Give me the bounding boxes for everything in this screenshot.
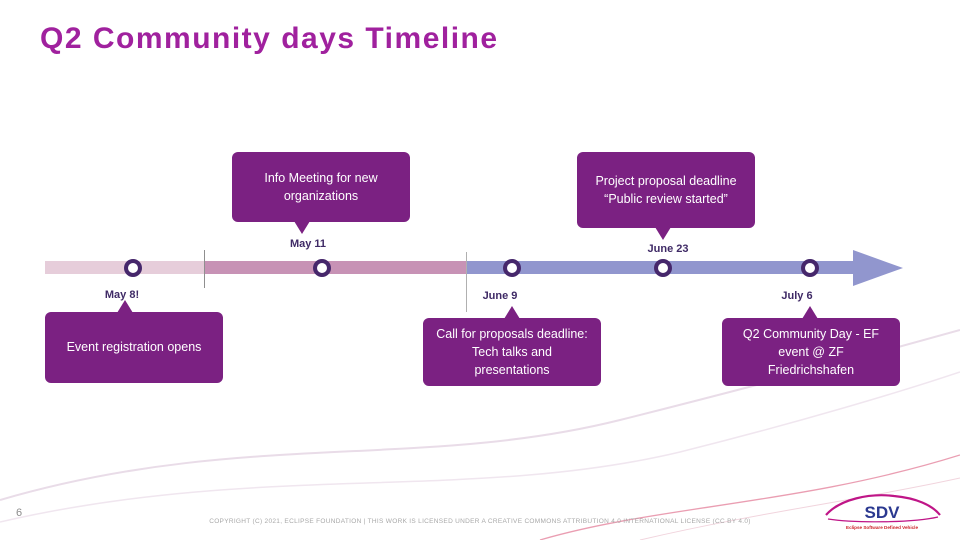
- milestone-date-may8: May 8!: [104, 289, 140, 301]
- callout-text: Info Meeting for new organizations: [264, 170, 378, 203]
- page-number: 6: [16, 507, 23, 519]
- callout-tail: [655, 227, 671, 240]
- timeline-arrow-head-icon: [853, 250, 903, 286]
- milestone-marker-july6: [801, 259, 819, 277]
- slide-title: Q2 Community days Timeline: [40, 22, 499, 55]
- logo-caption: Eclipse Software Defined Vehicle: [846, 525, 918, 530]
- callout-tail: [117, 300, 133, 313]
- timeline-segment-mid: [205, 261, 467, 274]
- milestone-date-july6: July 6: [781, 290, 813, 302]
- sdv-logo: SDV Eclipse Software Defined Vehicle: [825, 494, 941, 530]
- logo-car-icon: [825, 494, 941, 516]
- callout-tail: [294, 221, 310, 234]
- callout-event-registration: Event registration opens: [45, 300, 223, 383]
- callout-community-day: Q2 Community Day - EF event @ ZF Friedri…: [722, 306, 900, 386]
- footer-copyright: COPYRIGHT (C) 2021, ECLIPSE FOUNDATION |…: [209, 518, 751, 525]
- swoosh-curve: [539, 454, 960, 540]
- milestone-marker-may8: [124, 259, 142, 277]
- callout-text: Project proposal deadline “Public review…: [595, 173, 737, 206]
- callout-tail: [802, 306, 818, 319]
- callout-text: Event registration opens: [66, 340, 202, 355]
- segment-divider: [466, 252, 467, 312]
- milestone-date-june9: June 9: [482, 290, 518, 302]
- swoosh-curve: [0, 371, 960, 523]
- segment-divider: [204, 250, 205, 288]
- swoosh-curve: [639, 477, 960, 540]
- callout-info-meeting: Info Meeting for new organizations: [232, 152, 410, 234]
- milestone-marker-june9: [503, 259, 521, 277]
- logo-text: SDV: [865, 503, 901, 522]
- milestone-marker-june23: [654, 259, 672, 277]
- logo-car-base-icon: [827, 516, 939, 523]
- callout-tail: [504, 306, 520, 319]
- milestone-marker-may11: [313, 259, 331, 277]
- milestone-date-may11: May 11: [289, 238, 327, 250]
- callout-proposals-deadline: Call for proposals deadline: Tech talks …: [423, 306, 601, 386]
- milestone-date-june23: June 23: [647, 243, 689, 255]
- callout-project-proposal-deadline: Project proposal deadline “Public review…: [577, 152, 755, 240]
- callout-text: Call for proposals deadline: Tech talks …: [436, 326, 588, 378]
- callout-text: Q2 Community Day - EF event @ ZF Friedri…: [742, 326, 880, 378]
